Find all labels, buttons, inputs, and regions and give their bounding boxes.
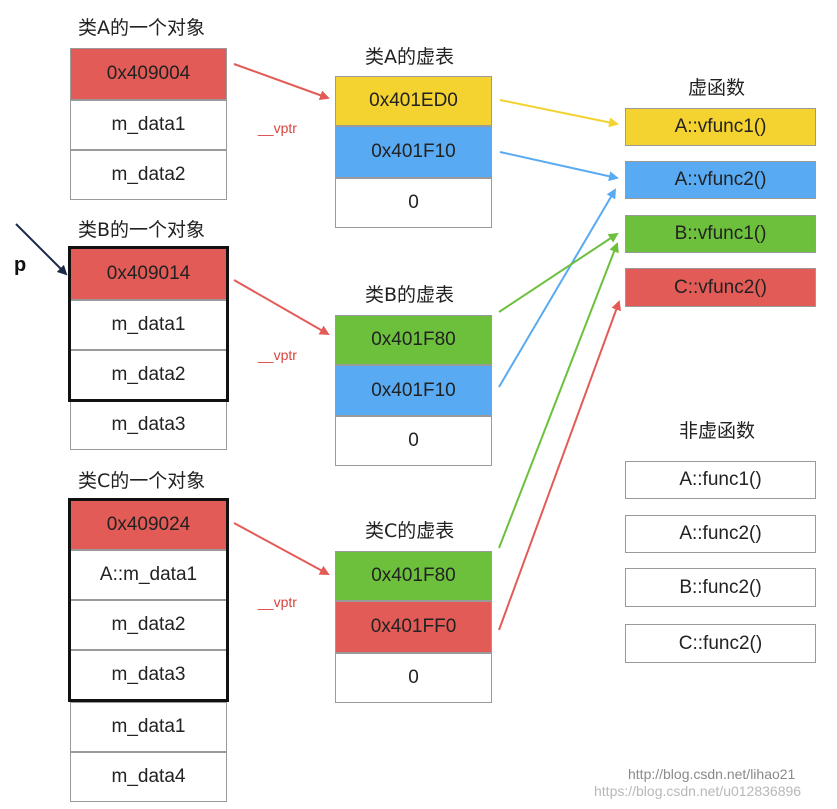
nonvirtual-function-box: C::func2() xyxy=(625,624,816,663)
vtable-a-yellow-arrow xyxy=(499,99,619,128)
vptr-label-c: __vptr xyxy=(258,594,297,610)
vtable-b-blue-arrow xyxy=(498,188,617,388)
nonvirtual-function-box: A::func1() xyxy=(625,461,816,499)
vtable-c-terminator: 0 xyxy=(335,653,492,703)
nonvirtual-functions-title: 非虚函数 xyxy=(679,420,756,442)
object-a-vptr-cell: 0x409004 xyxy=(70,48,227,100)
vtable-c-entry: 0x401F80 xyxy=(335,551,492,601)
nonvirtual-function-box: B::func2() xyxy=(625,568,816,607)
pointer-p-label: p xyxy=(14,254,27,276)
object-c-member-cell: m_data4 xyxy=(70,752,227,802)
virtual-functions-title: 虚函数 xyxy=(688,77,746,99)
vtable-c-green-arrow xyxy=(498,242,619,549)
vtable-a-terminator: 0 xyxy=(335,178,492,228)
vtable-b-terminator: 0 xyxy=(335,416,492,466)
object-a-member-cell: m_data1 xyxy=(70,100,227,150)
virtual-function-box: C::vfunc2() xyxy=(625,268,816,307)
vtable-c-red-arrow xyxy=(498,300,621,631)
object-b-member-cell: m_data3 xyxy=(70,400,227,450)
vtable-a-entry: 0x401F10 xyxy=(335,126,492,178)
virtual-function-box: A::vfunc2() xyxy=(625,161,816,199)
object-c-member-cell: m_data2 xyxy=(70,600,227,650)
vptr-arrow-c xyxy=(233,522,330,575)
watermark-line1: http://blog.csdn.net/lihao21 xyxy=(628,766,796,782)
virtual-function-box: A::vfunc1() xyxy=(625,108,816,146)
object-c-title: 类C的一个对象 xyxy=(78,470,206,492)
vtable-a-title: 类A的虚表 xyxy=(365,46,454,68)
vtable-a-blue-arrow xyxy=(499,151,619,182)
object-a-member-cell: m_data2 xyxy=(70,150,227,200)
object-a-title: 类A的一个对象 xyxy=(78,17,205,39)
vtable-b-green-arrow xyxy=(498,232,619,313)
object-c-vptr-cell: 0x409024 xyxy=(70,500,227,550)
object-b-member-cell: m_data2 xyxy=(70,350,227,400)
watermark-line2: https://blog.csdn.net/u012836896 xyxy=(594,783,802,799)
object-b-title: 类B的一个对象 xyxy=(78,219,206,241)
virtual-function-box: B::vfunc1() xyxy=(625,215,816,253)
vtable-b-title: 类B的虚表 xyxy=(365,284,455,306)
pointer-p-arrow xyxy=(15,223,68,276)
vptr-label-b: __vptr xyxy=(258,347,297,363)
object-b-member-cell: m_data1 xyxy=(70,300,227,350)
vtable-c-title: 类C的虚表 xyxy=(365,520,455,542)
vptr-label-a: __vptr xyxy=(258,120,297,136)
object-c-member-cell: A::m_data1 xyxy=(70,550,227,600)
vtable-b-entry: 0x401F10 xyxy=(335,365,492,416)
nonvirtual-function-box: A::func2() xyxy=(625,515,816,553)
vtable-c-entry: 0x401FF0 xyxy=(335,601,492,653)
vtable-b-entry: 0x401F80 xyxy=(335,315,492,365)
vptr-arrow-b xyxy=(233,279,330,335)
vptr-arrow-a xyxy=(233,63,330,100)
object-c-member-cell: m_data1 xyxy=(70,702,227,752)
vtable-a-entry: 0x401ED0 xyxy=(335,76,492,126)
